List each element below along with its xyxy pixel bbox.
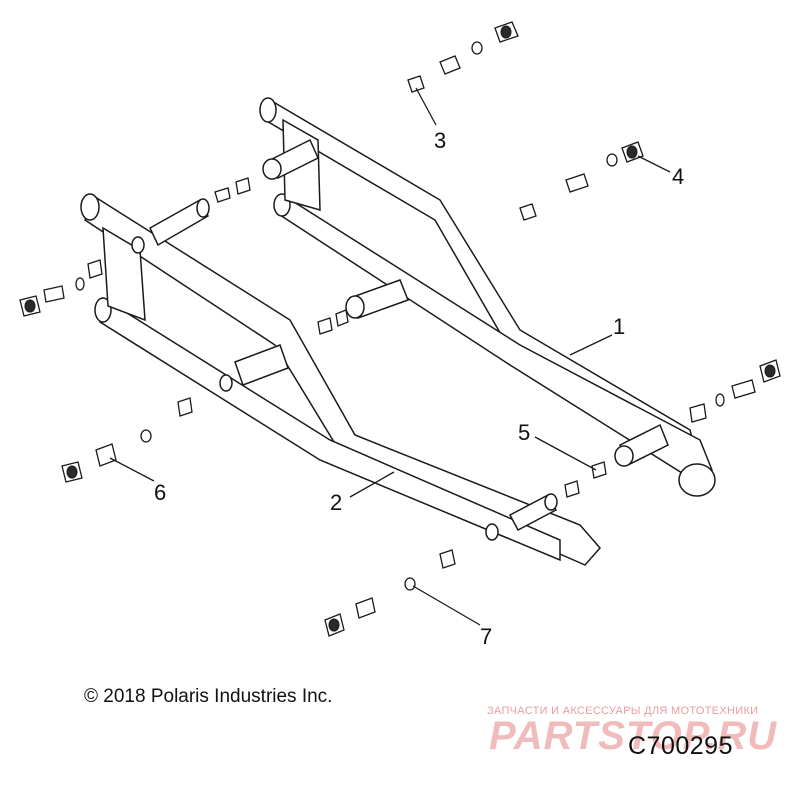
hardware-top <box>214 21 644 221</box>
hardware-bottom <box>324 549 456 637</box>
side-rail-right <box>259 97 716 497</box>
copyright-text: © 2018 Polaris Industries Inc. <box>84 686 333 707</box>
hardware-left <box>19 259 349 483</box>
watermark-logo: PARTSTOP.RU <box>489 714 778 758</box>
callout-1: 1 <box>613 314 625 339</box>
callout-3: 3 <box>434 128 446 153</box>
callout-5: 5 <box>518 420 530 445</box>
callout-4: 4 <box>672 164 684 189</box>
side-rail-left <box>80 193 601 566</box>
callout-6: 6 <box>154 480 166 505</box>
leader-lines <box>109 87 671 626</box>
callout-2: 2 <box>330 490 342 515</box>
hardware-right <box>564 359 781 498</box>
watermark-tagline: ЗАПЧАСТИ И АКСЕССУАРЫ ДЛЯ МОТОТЕХНИКИ <box>487 705 759 717</box>
callout-7: 7 <box>480 624 492 649</box>
diagram-code: C700295 <box>628 732 733 760</box>
